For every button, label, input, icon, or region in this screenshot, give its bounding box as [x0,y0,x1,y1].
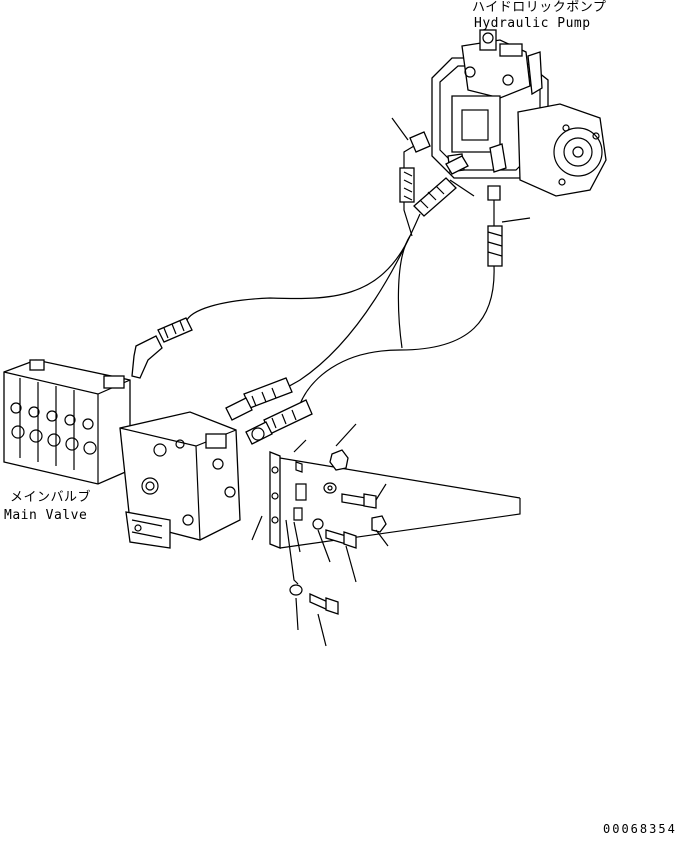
bolts-and-washers [251,423,389,647]
hose-assemblies [131,117,531,445]
main-valve [3,359,241,549]
hydraulic-pump [409,29,607,197]
drawing-number: 00068354 [603,822,677,836]
main-valve-label-jp: メインバルブ [10,490,92,505]
hydraulic-pump-label-jp: ハイドロリックポンプ [472,0,607,15]
mounting-bracket [269,451,521,549]
main-valve-label-en: Main Valve [4,508,88,523]
hydraulic-pump-label-en: Hydraulic Pump [474,16,591,31]
